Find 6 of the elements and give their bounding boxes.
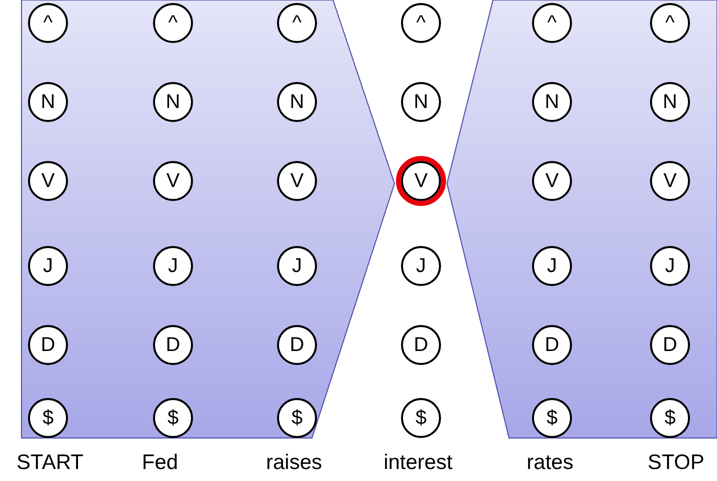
word-label: rates — [526, 450, 574, 476]
word-label: raises — [266, 450, 322, 476]
word-label: STOP — [648, 450, 704, 476]
word-label: START — [16, 450, 84, 476]
word-label: Fed — [142, 450, 178, 476]
word-label: interest — [384, 450, 452, 476]
